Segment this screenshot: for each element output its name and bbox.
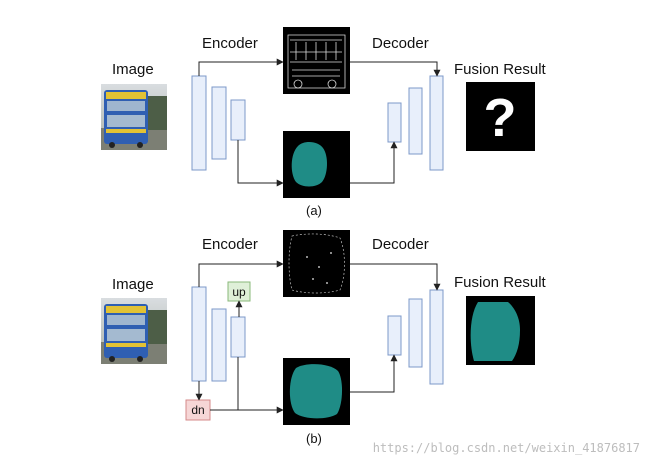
input-bus-image-b [101, 298, 167, 364]
segmentation-map-b [283, 358, 350, 425]
decoder-block-b-2 [408, 298, 423, 368]
arrow-seg-to-decoder-b [350, 354, 398, 393]
up-label: up [232, 285, 246, 299]
image-label-a: Image [112, 61, 154, 78]
decoder-block-a-3 [429, 75, 444, 171]
encoder-block-a-1 [191, 75, 207, 171]
watermark: https://blog.csdn.net/weixin_41876817 [373, 441, 640, 455]
caption-a: (a) [306, 203, 322, 218]
encoder-label-a: Encoder [202, 35, 258, 52]
encoder-label-b: Encoder [202, 236, 258, 253]
decoder-block-a-2 [408, 87, 423, 155]
image-label-b: Image [112, 276, 154, 293]
edge-feature-map-b [283, 230, 350, 297]
fusion-label-a: Fusion Result [454, 61, 547, 78]
arrow-edge-to-decoder-b [350, 263, 441, 291]
arrow-encoder-to-edge-b [198, 260, 284, 287]
dn-label: dn [191, 403, 204, 417]
decoder-block-b-3 [429, 289, 444, 385]
panel-b: Image Encoder up dn [101, 230, 547, 446]
panel-a: Image Encoder [101, 27, 547, 218]
fusion-result-box-a [466, 82, 535, 151]
fusion-label-b: Fusion Result [454, 274, 547, 291]
arrow-encoder-to-edge-a [198, 58, 284, 76]
question-mark: ? [484, 88, 517, 148]
encoder-block-a-3 [230, 99, 246, 141]
decoder-label-a: Decoder [372, 35, 429, 52]
encoder-block-a-2 [211, 86, 227, 160]
decoder-block-a-1 [387, 102, 402, 143]
decoder-block-b-1 [387, 315, 402, 356]
arrow-seg-to-decoder-a [350, 141, 398, 184]
encoder-block-b-2 [211, 308, 227, 382]
fusion-result-box-b [466, 296, 535, 365]
edge-feature-map-a [283, 27, 350, 94]
arrow-encoder-to-seg-a [237, 140, 284, 187]
encoder-block-b-3 [230, 316, 246, 358]
encoder-block-b-1 [191, 286, 207, 382]
decoder-label-b: Decoder [372, 236, 429, 253]
input-bus-image-a [101, 84, 167, 150]
caption-b: (b) [306, 431, 322, 446]
arrow-edge-to-decoder-a [350, 61, 441, 77]
segmentation-map-a [283, 131, 350, 198]
